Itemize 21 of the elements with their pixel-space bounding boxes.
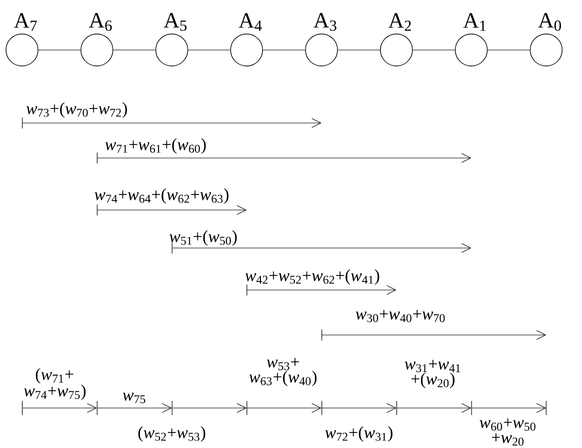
node-label: A$_{7}$ [14,13,37,31]
node-label: A$_{5}$ [164,13,187,31]
node-label: A$_{1}$ [463,13,486,31]
node-label: A$_{3}$ [314,13,336,31]
node-label: A$_{6}$ [88,13,112,31]
arrow-label: w$_{42}$+w$_{52}$+w$_{62}$+(w$_{41}$) [245,269,380,285]
arrow-label: w$_{31}$+w$_{41}$ +(w$_{20}$) [404,360,460,388]
arrow-label: w$_{72}$+(w$_{31}$) [325,426,392,442]
node-label: A$_{0}$ [538,13,561,31]
arrow-label: (w$_{71}$+ w$_{74}$+w$_{75}$) [24,368,86,400]
arrow-label: w$_{74}$+w$_{64}$+(w$_{62}$+w$_{63}$) [94,188,228,204]
arrow-label: w$_{30}$+w$_{40}$+w$_{70}$ [356,310,445,322]
arrow-label: w$_{60}$+w$_{50}$ +w$_{20}$ [480,418,536,446]
arrow-label: w$_{73}$+(w$_{70}$+w$_{72}$) [26,102,127,118]
arrow-label: w$_{53}$+ w$_{63}$+(w$_{40}$) [249,358,317,386]
arrow-label: w$_{51}$+(w$_{50}$) [170,230,237,246]
arrow-label: w$_{71}$+w$_{61}$+(w$_{60}$) [105,138,206,154]
node-label: A$_{4}$ [238,13,262,31]
arrow-label: w$_{75}$ [122,392,146,404]
node-label: A$_{2}$ [388,13,411,31]
arrow-label: (w$_{52}$+w$_{53}$) [138,426,206,442]
